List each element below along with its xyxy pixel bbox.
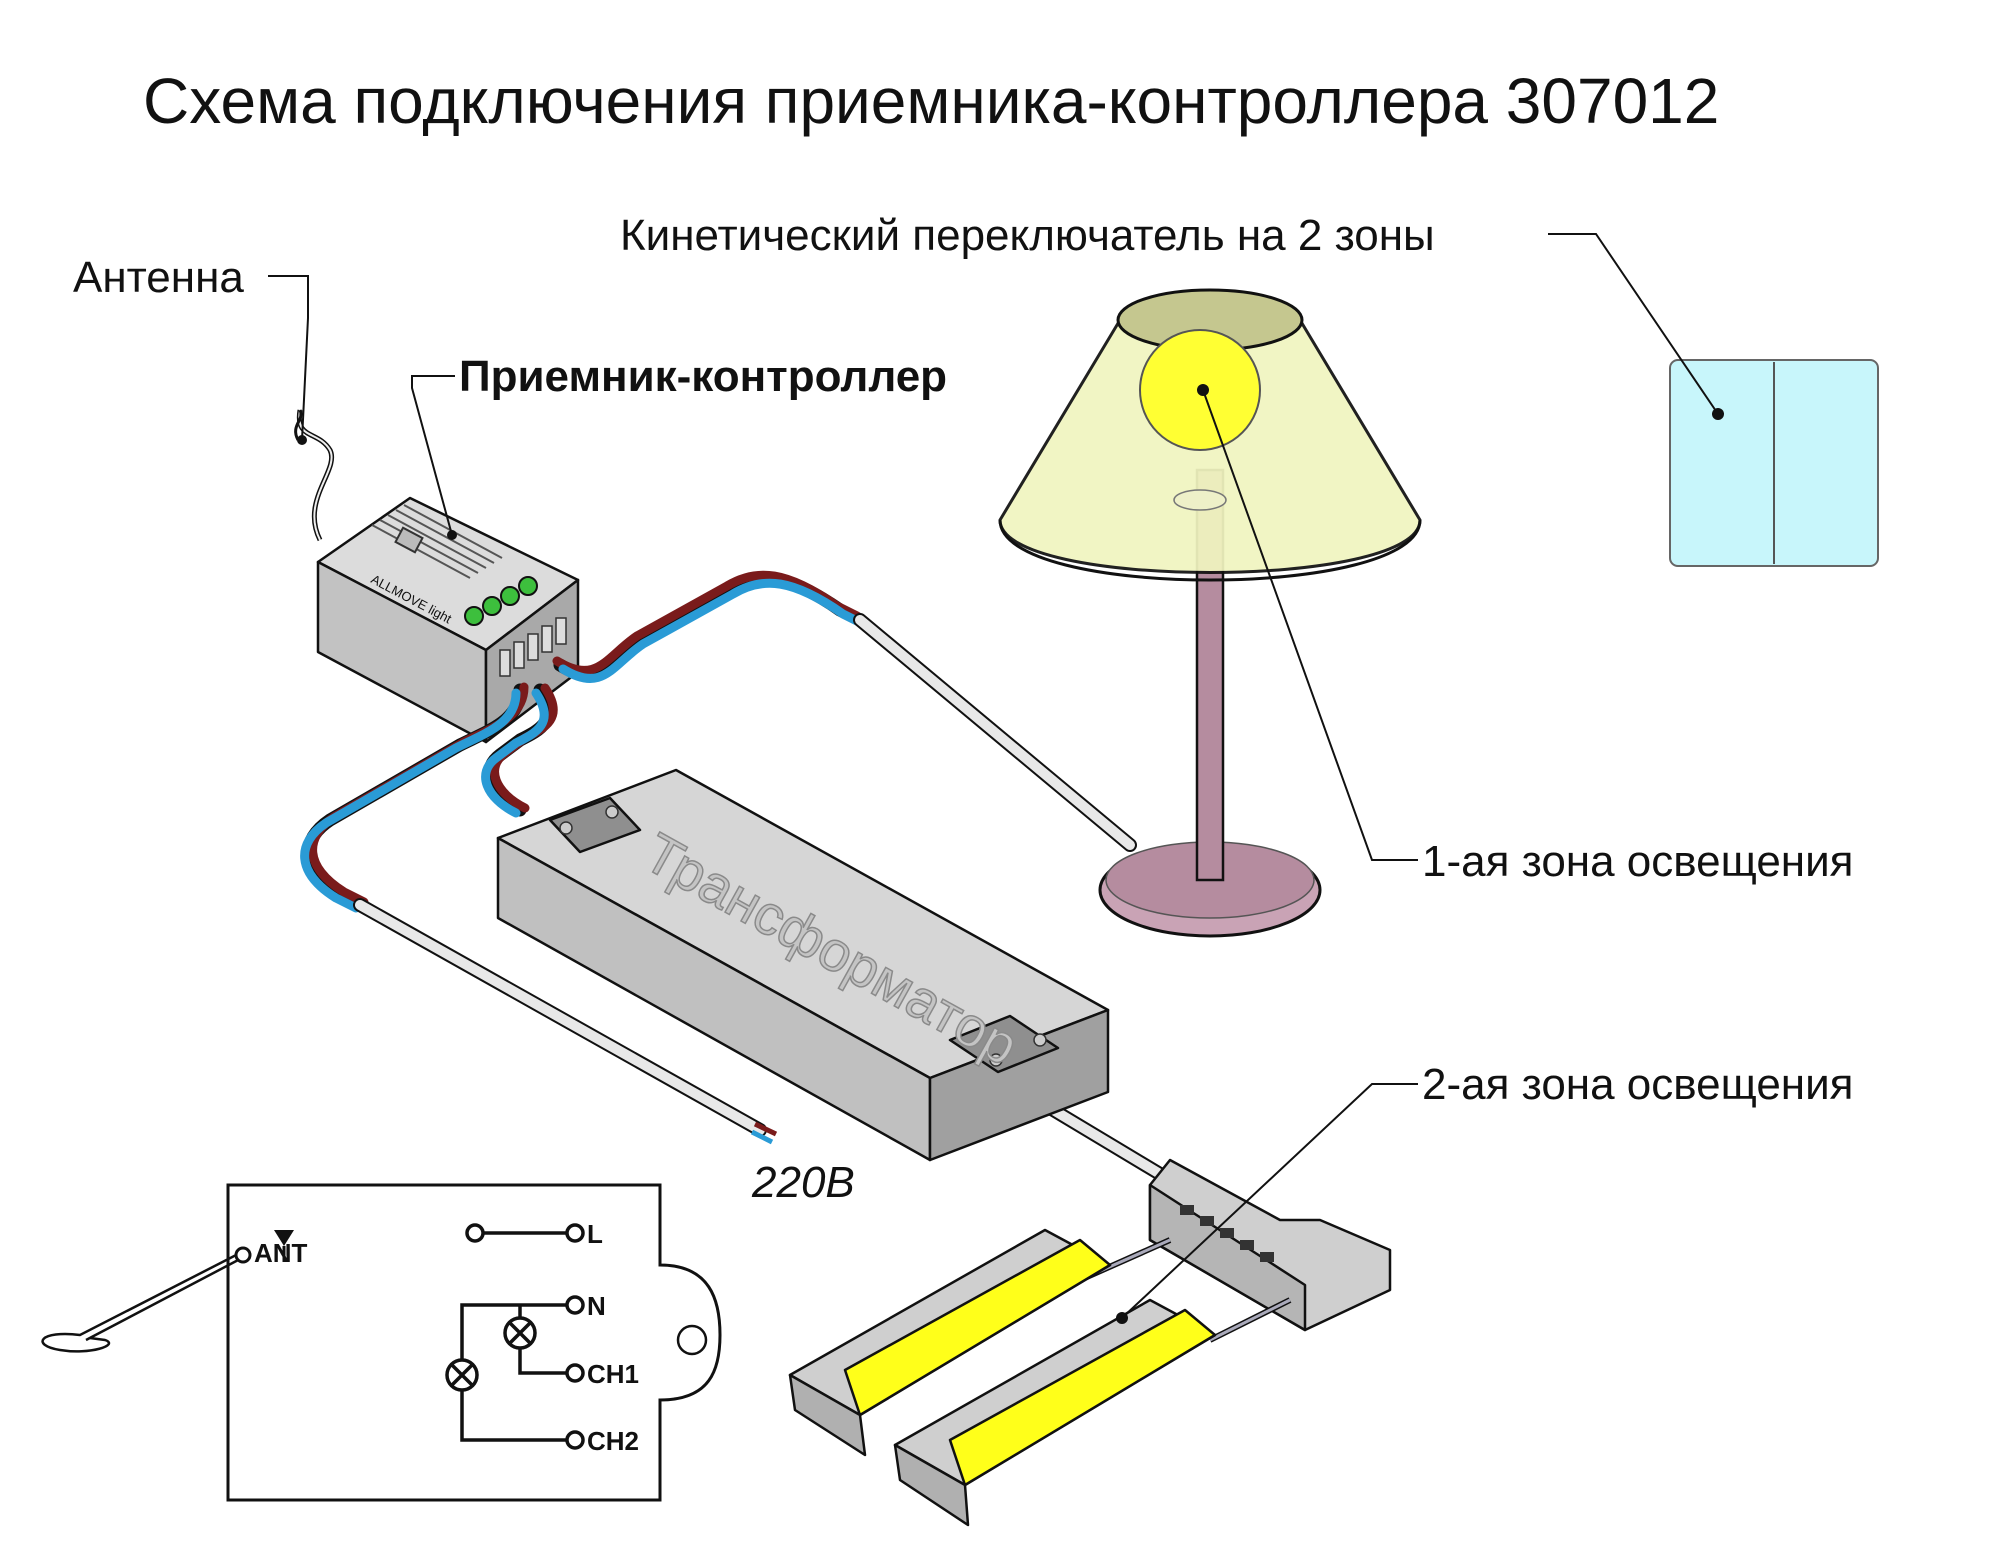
junction-box: [1148, 1158, 1392, 1332]
led-lights: [788, 1228, 1292, 1527]
zone1-label: 1-ая зона освещения: [1422, 837, 1854, 886]
receiver-leds: [464, 576, 538, 626]
antenna-symbol-icon: [274, 1230, 294, 1246]
table-lamp: [998, 288, 1422, 938]
receiver-controller-device: ALLMOVE light: [316, 496, 580, 744]
receiver-label: Приемник-контроллер: [459, 352, 947, 401]
sheathed-cables: [353, 613, 1177, 1187]
transformer-device: Трансформатор: [496, 768, 1110, 1162]
voltage-label: 220В: [751, 1158, 855, 1207]
terminal-n-label: N: [587, 1291, 606, 1321]
ant-label: ANT: [254, 1238, 308, 1268]
callout-leaders: [268, 233, 1724, 1324]
antenna-label: Антенна: [73, 253, 244, 302]
switch-label: Кинетический переключатель на 2 зоны: [620, 211, 1435, 260]
terminal-ch2-label: CH2: [587, 1426, 639, 1456]
ant-terminal: [234, 1246, 252, 1264]
zone2-label: 2-ая зона освещения: [1422, 1060, 1854, 1109]
wiring-schematic: ANT L N CH1 CH2: [41, 1183, 722, 1502]
diagram-title: Схема подключения приемника-контроллера …: [143, 65, 1719, 137]
terminal-ch1-label: CH1: [587, 1359, 639, 1389]
receiver-wires: [300, 570, 868, 913]
antenna-wire: [294, 409, 335, 542]
terminal-l-label: L: [587, 1219, 603, 1249]
